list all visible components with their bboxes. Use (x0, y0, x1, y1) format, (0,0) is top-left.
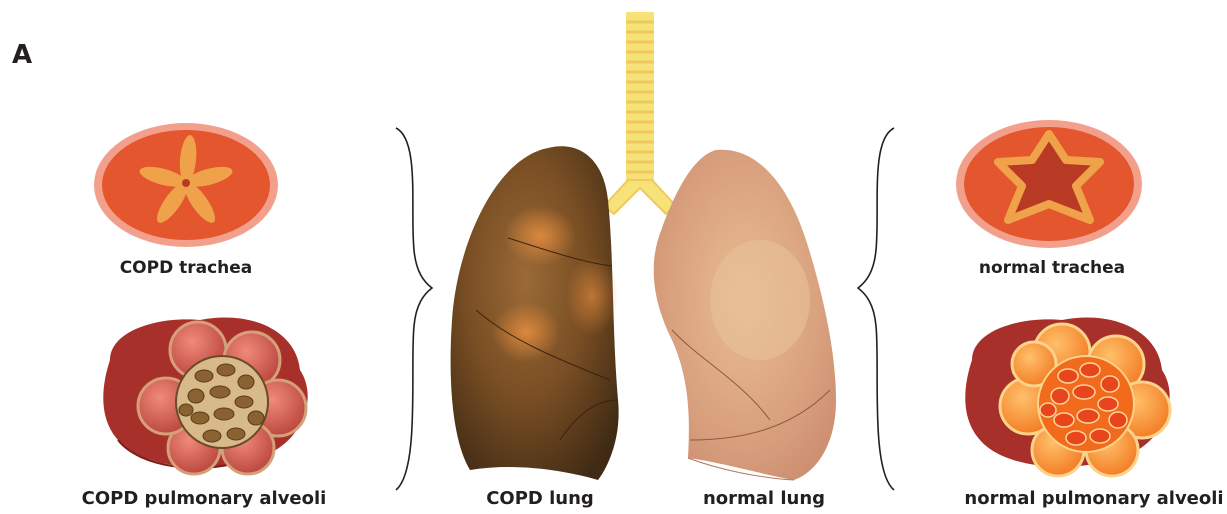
copd-alveoli-label: COPD pulmonary alveoli (82, 488, 327, 509)
normal-lung-label: normal lung (703, 488, 825, 509)
windpipe (604, 12, 676, 214)
copd-trachea-label: COPD trachea (120, 258, 253, 278)
normal-alveoli-cluster (965, 317, 1170, 476)
normal-alveoli-label: normal pulmonary alveoli (964, 488, 1223, 509)
copd-lung-label: COPD lung (486, 488, 594, 509)
panel-label: A (12, 40, 32, 70)
right-brace (858, 128, 894, 490)
copd-trachea-cross-section (94, 123, 278, 247)
normal-trachea-cross-section (956, 120, 1142, 248)
left-brace (396, 128, 432, 490)
copd-lung (451, 146, 619, 480)
copd-alveoli-cluster (103, 317, 307, 474)
normal-trachea-label: normal trachea (979, 258, 1125, 278)
normal-lung (654, 150, 836, 480)
